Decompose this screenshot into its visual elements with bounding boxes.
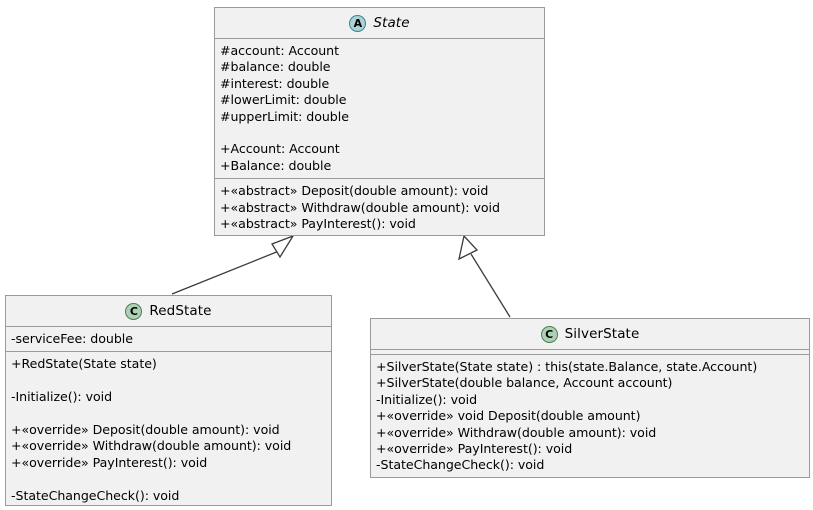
class-title-state: State <box>373 15 410 31</box>
method-row: -StateChangeCheck(): void <box>11 487 180 503</box>
attribute-row: #upperLimit: double <box>220 108 349 124</box>
method-row: -Initialize(): void <box>11 389 113 405</box>
attribute-row: #account: Account <box>220 43 339 58</box>
attribute-row: #interest: double <box>220 75 330 91</box>
class-icon: C <box>540 325 558 343</box>
methods-compartment-silverstate: +SilverState(State state) : this(state.B… <box>371 355 809 478</box>
method-row: +RedState(State state) <box>11 356 157 372</box>
abstract-class-icon: A <box>349 14 367 32</box>
attribute-row: #balance: double <box>220 59 331 75</box>
class-box-redstate[interactable]: C RedState -serviceFee: double +RedState… <box>5 295 332 506</box>
attribute-row: -serviceFee: double <box>11 331 133 346</box>
class-header-state: A State <box>215 8 544 39</box>
method-spacer <box>11 373 326 389</box>
methods-compartment-state: +«abstract» Deposit(double amount): void… <box>215 179 544 236</box>
class-box-silverstate[interactable]: C SilverState +SilverState(State state) … <box>370 318 810 478</box>
method-row: +«override» Withdraw(double amount): voi… <box>376 424 657 440</box>
attribute-row: +Account: Account <box>220 141 340 157</box>
method-spacer <box>11 406 326 422</box>
generalization-redstate-state <box>171 234 295 295</box>
method-row: +«override» PayInterest(): void <box>11 454 208 470</box>
method-row: +«abstract» Withdraw(double amount): voi… <box>220 199 500 215</box>
generalization-silverstate-state <box>458 234 511 318</box>
method-row: +«override» Deposit(double amount): void <box>11 422 280 437</box>
method-row: +SilverState(State state) : this(state.B… <box>376 359 758 374</box>
method-row: +«override» PayInterest(): void <box>376 441 573 457</box>
method-row: +«override» Withdraw(double amount): voi… <box>11 438 292 454</box>
attribute-row: #lowerLimit: double <box>220 92 347 108</box>
methods-compartment-redstate: +RedState(State state) -Initialize(): vo… <box>6 352 331 508</box>
class-box-state[interactable]: A State #account: Account #balance: doub… <box>214 7 545 236</box>
method-row: +«abstract» Deposit(double amount): void <box>220 183 489 199</box>
method-row: -StateChangeCheck(): void <box>376 457 545 473</box>
attributes-compartment-silverstate <box>371 350 809 355</box>
method-row: +«abstract» PayInterest(): void <box>220 216 416 232</box>
class-title-redstate: RedState <box>149 303 212 319</box>
method-spacer <box>11 471 326 487</box>
attributes-compartment-redstate: -serviceFee: double <box>6 327 331 353</box>
method-row: +«override» void Deposit(double amount) <box>376 408 641 424</box>
class-title-silverstate: SilverState <box>564 326 640 342</box>
attributes-compartment-state: #account: Account #balance: double #inte… <box>215 39 544 180</box>
method-row: +SilverState(double balance, Account acc… <box>376 375 673 391</box>
class-header-silverstate: C SilverState <box>371 319 809 350</box>
class-header-redstate: C RedState <box>6 296 331 327</box>
method-row: -Initialize(): void <box>376 391 478 407</box>
class-icon: C <box>125 302 143 320</box>
attribute-row: +Balance: double <box>220 157 332 173</box>
attribute-spacer <box>220 125 539 141</box>
